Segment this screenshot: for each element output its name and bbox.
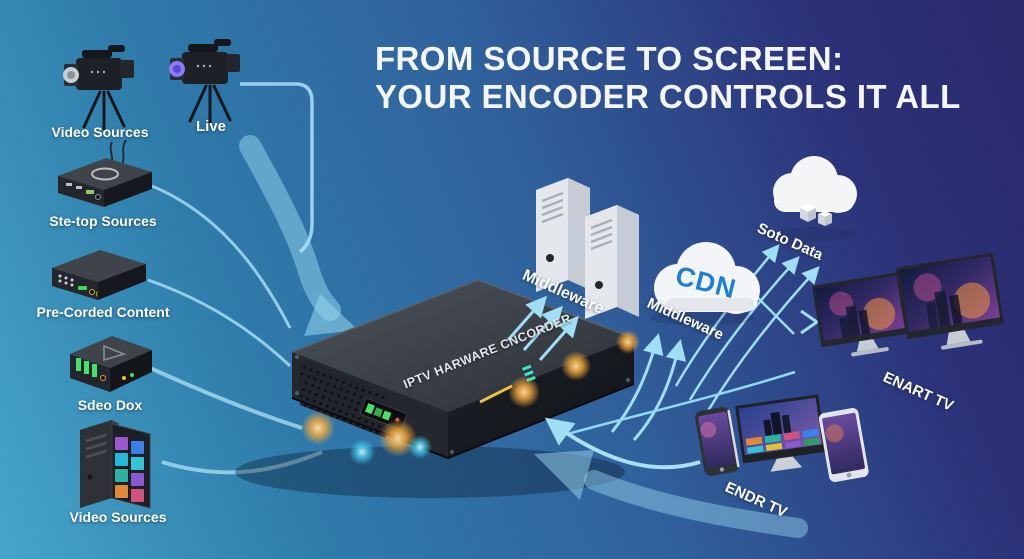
encoder-port-glows bbox=[301, 330, 640, 465]
page-title: FROM SOURCE TO SCREEN: YOUR ENCODER CONT… bbox=[375, 40, 961, 116]
set-top-box-icon bbox=[58, 139, 152, 207]
data-cloud-icon bbox=[773, 156, 857, 241]
live-camera-icon bbox=[169, 39, 240, 125]
recorder-box-icon bbox=[52, 250, 146, 300]
smartphone-icon bbox=[695, 407, 740, 476]
video-camera-icon bbox=[63, 45, 134, 131]
middleware-servers-icon bbox=[536, 178, 639, 319]
media-tower-icon bbox=[80, 420, 151, 509]
label-sdeo-dox: Sdeo Dox bbox=[77, 397, 143, 413]
smart-tv-icon bbox=[812, 272, 909, 357]
title-line-2: YOUR ENCODER CONTROLS IT ALL bbox=[375, 78, 961, 115]
source-flow-arrows bbox=[147, 82, 358, 475]
tablet-icon bbox=[818, 408, 869, 482]
cdn-cloud-icon bbox=[650, 242, 760, 326]
smart-tv-icon bbox=[896, 252, 1004, 350]
title-line-1: FROM SOURCE TO SCREEN: bbox=[375, 40, 844, 77]
label-video-sources: Video Sources bbox=[51, 124, 149, 140]
data-cube-icon bbox=[800, 204, 832, 226]
streaming-tv-icon bbox=[735, 394, 826, 472]
output-flow-arrows bbox=[506, 244, 820, 538]
media-box-icon bbox=[70, 336, 152, 392]
label-set-top-sources: Ste-top Sources bbox=[49, 213, 157, 229]
label-video-sources-bottom: Video Sources bbox=[69, 509, 167, 525]
label-live: Live bbox=[195, 118, 226, 135]
label-pre-corded-content: Pre-Corded Content bbox=[36, 304, 170, 320]
